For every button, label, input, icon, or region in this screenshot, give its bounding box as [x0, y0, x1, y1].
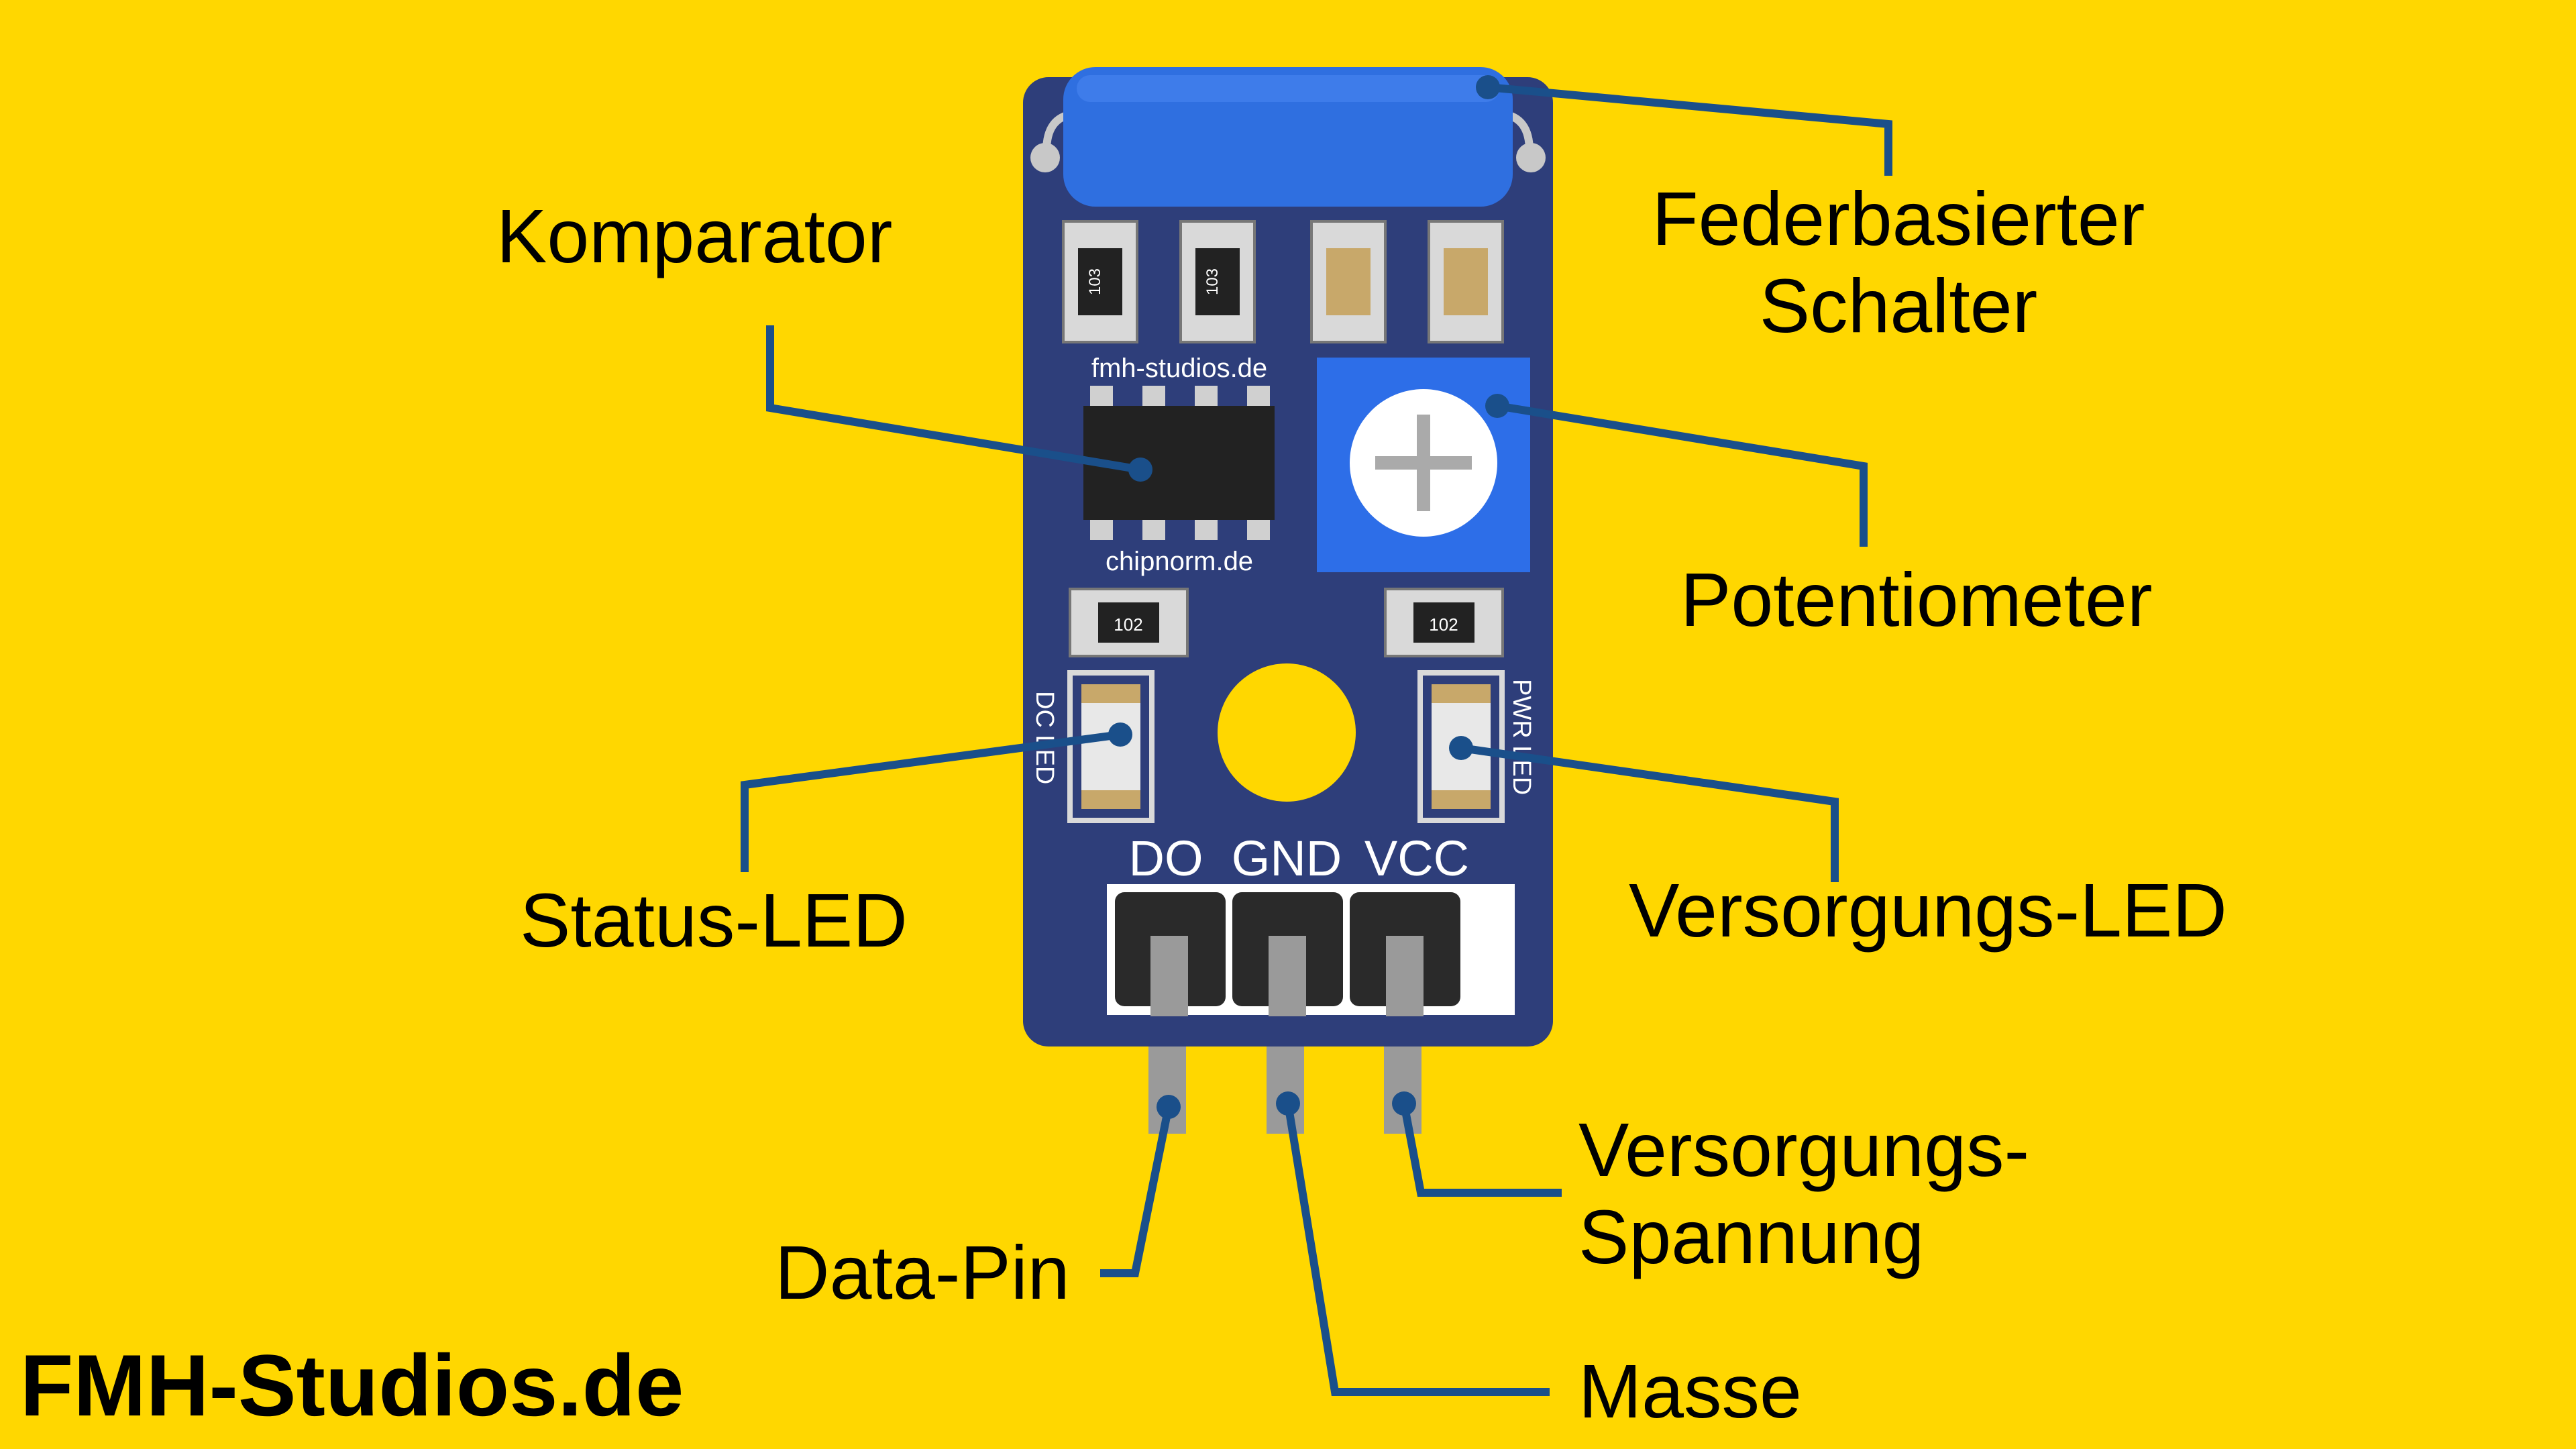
label-schalter-line1: Federbasierter	[1652, 176, 2145, 261]
label-versorgungsspannung-line2: Spannung	[1578, 1194, 1925, 1279]
resistor-r1: 103	[1062, 220, 1138, 343]
resistor-r4-code: 102	[1429, 614, 1458, 635]
capacitor-c1	[1310, 220, 1387, 343]
leader-status-led	[741, 731, 1121, 872]
brand-watermark: FMH-Studios.de	[20, 1336, 684, 1434]
dc-led-label: DC LED	[1030, 691, 1059, 784]
mounting-hole-right	[1516, 143, 1546, 172]
leader-data-pin	[1100, 1106, 1173, 1277]
pin-label-vcc: VCC	[1364, 830, 1469, 886]
leader-schalter	[1487, 83, 1892, 176]
mounting-hole-left	[1030, 143, 1060, 172]
leader-versorgungs-led	[1460, 744, 1839, 882]
label-data-pin: Data-Pin	[775, 1230, 1070, 1315]
status-led	[1067, 670, 1155, 823]
silkscreen-bottom: chipnorm.de	[1106, 547, 1253, 576]
leader-endpoints	[1108, 75, 1509, 1119]
leader-masse	[1284, 1103, 1550, 1396]
pwr-led-label: PWR LED	[1507, 679, 1536, 795]
leader-versorgungsspannung	[1400, 1102, 1562, 1197]
label-masse: Masse	[1578, 1349, 1802, 1434]
pin-label-gnd: GND	[1232, 830, 1342, 886]
silkscreen-top: fmh-studios.de	[1091, 354, 1267, 383]
resistor-r3: 102	[1069, 588, 1189, 657]
pin-header	[1107, 884, 1515, 1016]
label-versorgungsspannung: Versorgungs- Spannung	[1578, 1107, 2029, 1281]
label-federbasierter-schalter: Federbasierter Schalter	[1630, 176, 2167, 350]
spring-switch-highlight	[1077, 75, 1499, 102]
label-potentiometer: Potentiometer	[1680, 557, 2153, 642]
leader-komparator	[766, 325, 1141, 474]
potentiometer	[1317, 358, 1530, 572]
resistor-r1-code: 103	[1086, 268, 1104, 295]
resistor-r4: 102	[1384, 588, 1504, 657]
leader-lines	[741, 83, 1892, 1396]
pin-label-do: DO	[1129, 830, 1203, 886]
resistor-r3-code: 102	[1114, 614, 1142, 635]
label-status-led: Status-LED	[520, 878, 908, 963]
label-komparator: Komparator	[496, 194, 893, 278]
label-schalter-line2: Schalter	[1759, 263, 2038, 348]
resistor-r2: 103	[1179, 220, 1256, 343]
label-versorgungsspannung-line1: Versorgungs-	[1578, 1108, 2030, 1192]
capacitor-c2	[1428, 220, 1504, 343]
label-versorgungs-led: Versorgungs-LED	[1629, 868, 2227, 953]
resistor-r2-code: 103	[1203, 268, 1222, 295]
leader-potentiometer	[1497, 402, 1868, 547]
center-mounting-hole	[1218, 663, 1356, 802]
